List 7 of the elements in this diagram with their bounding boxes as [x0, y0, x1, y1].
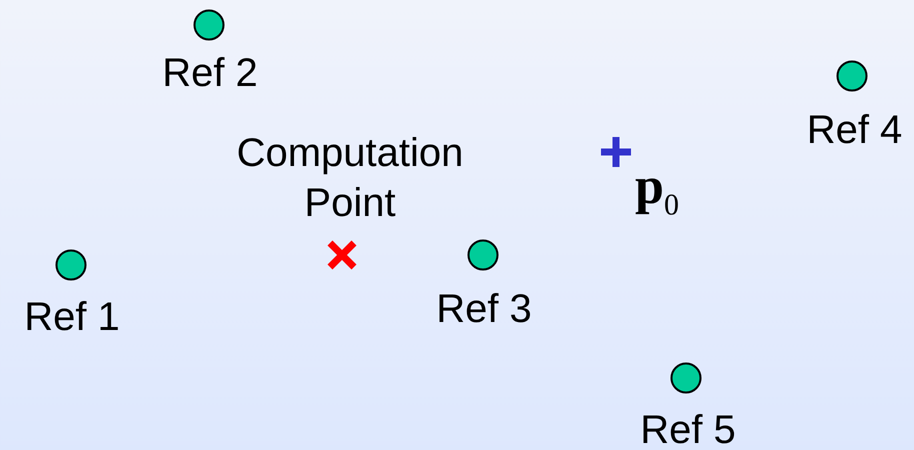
point-label: p$_{0}$: [634, 162, 680, 224]
reference-label: Ref 2: [161, 50, 259, 97]
point-label: Computation Point: [236, 130, 464, 227]
reference-label: Ref 5: [639, 407, 737, 450]
reference-label: Ref 3: [435, 286, 533, 333]
reference-label: Ref 1: [23, 294, 121, 341]
reference-label: Ref 4: [806, 107, 904, 154]
